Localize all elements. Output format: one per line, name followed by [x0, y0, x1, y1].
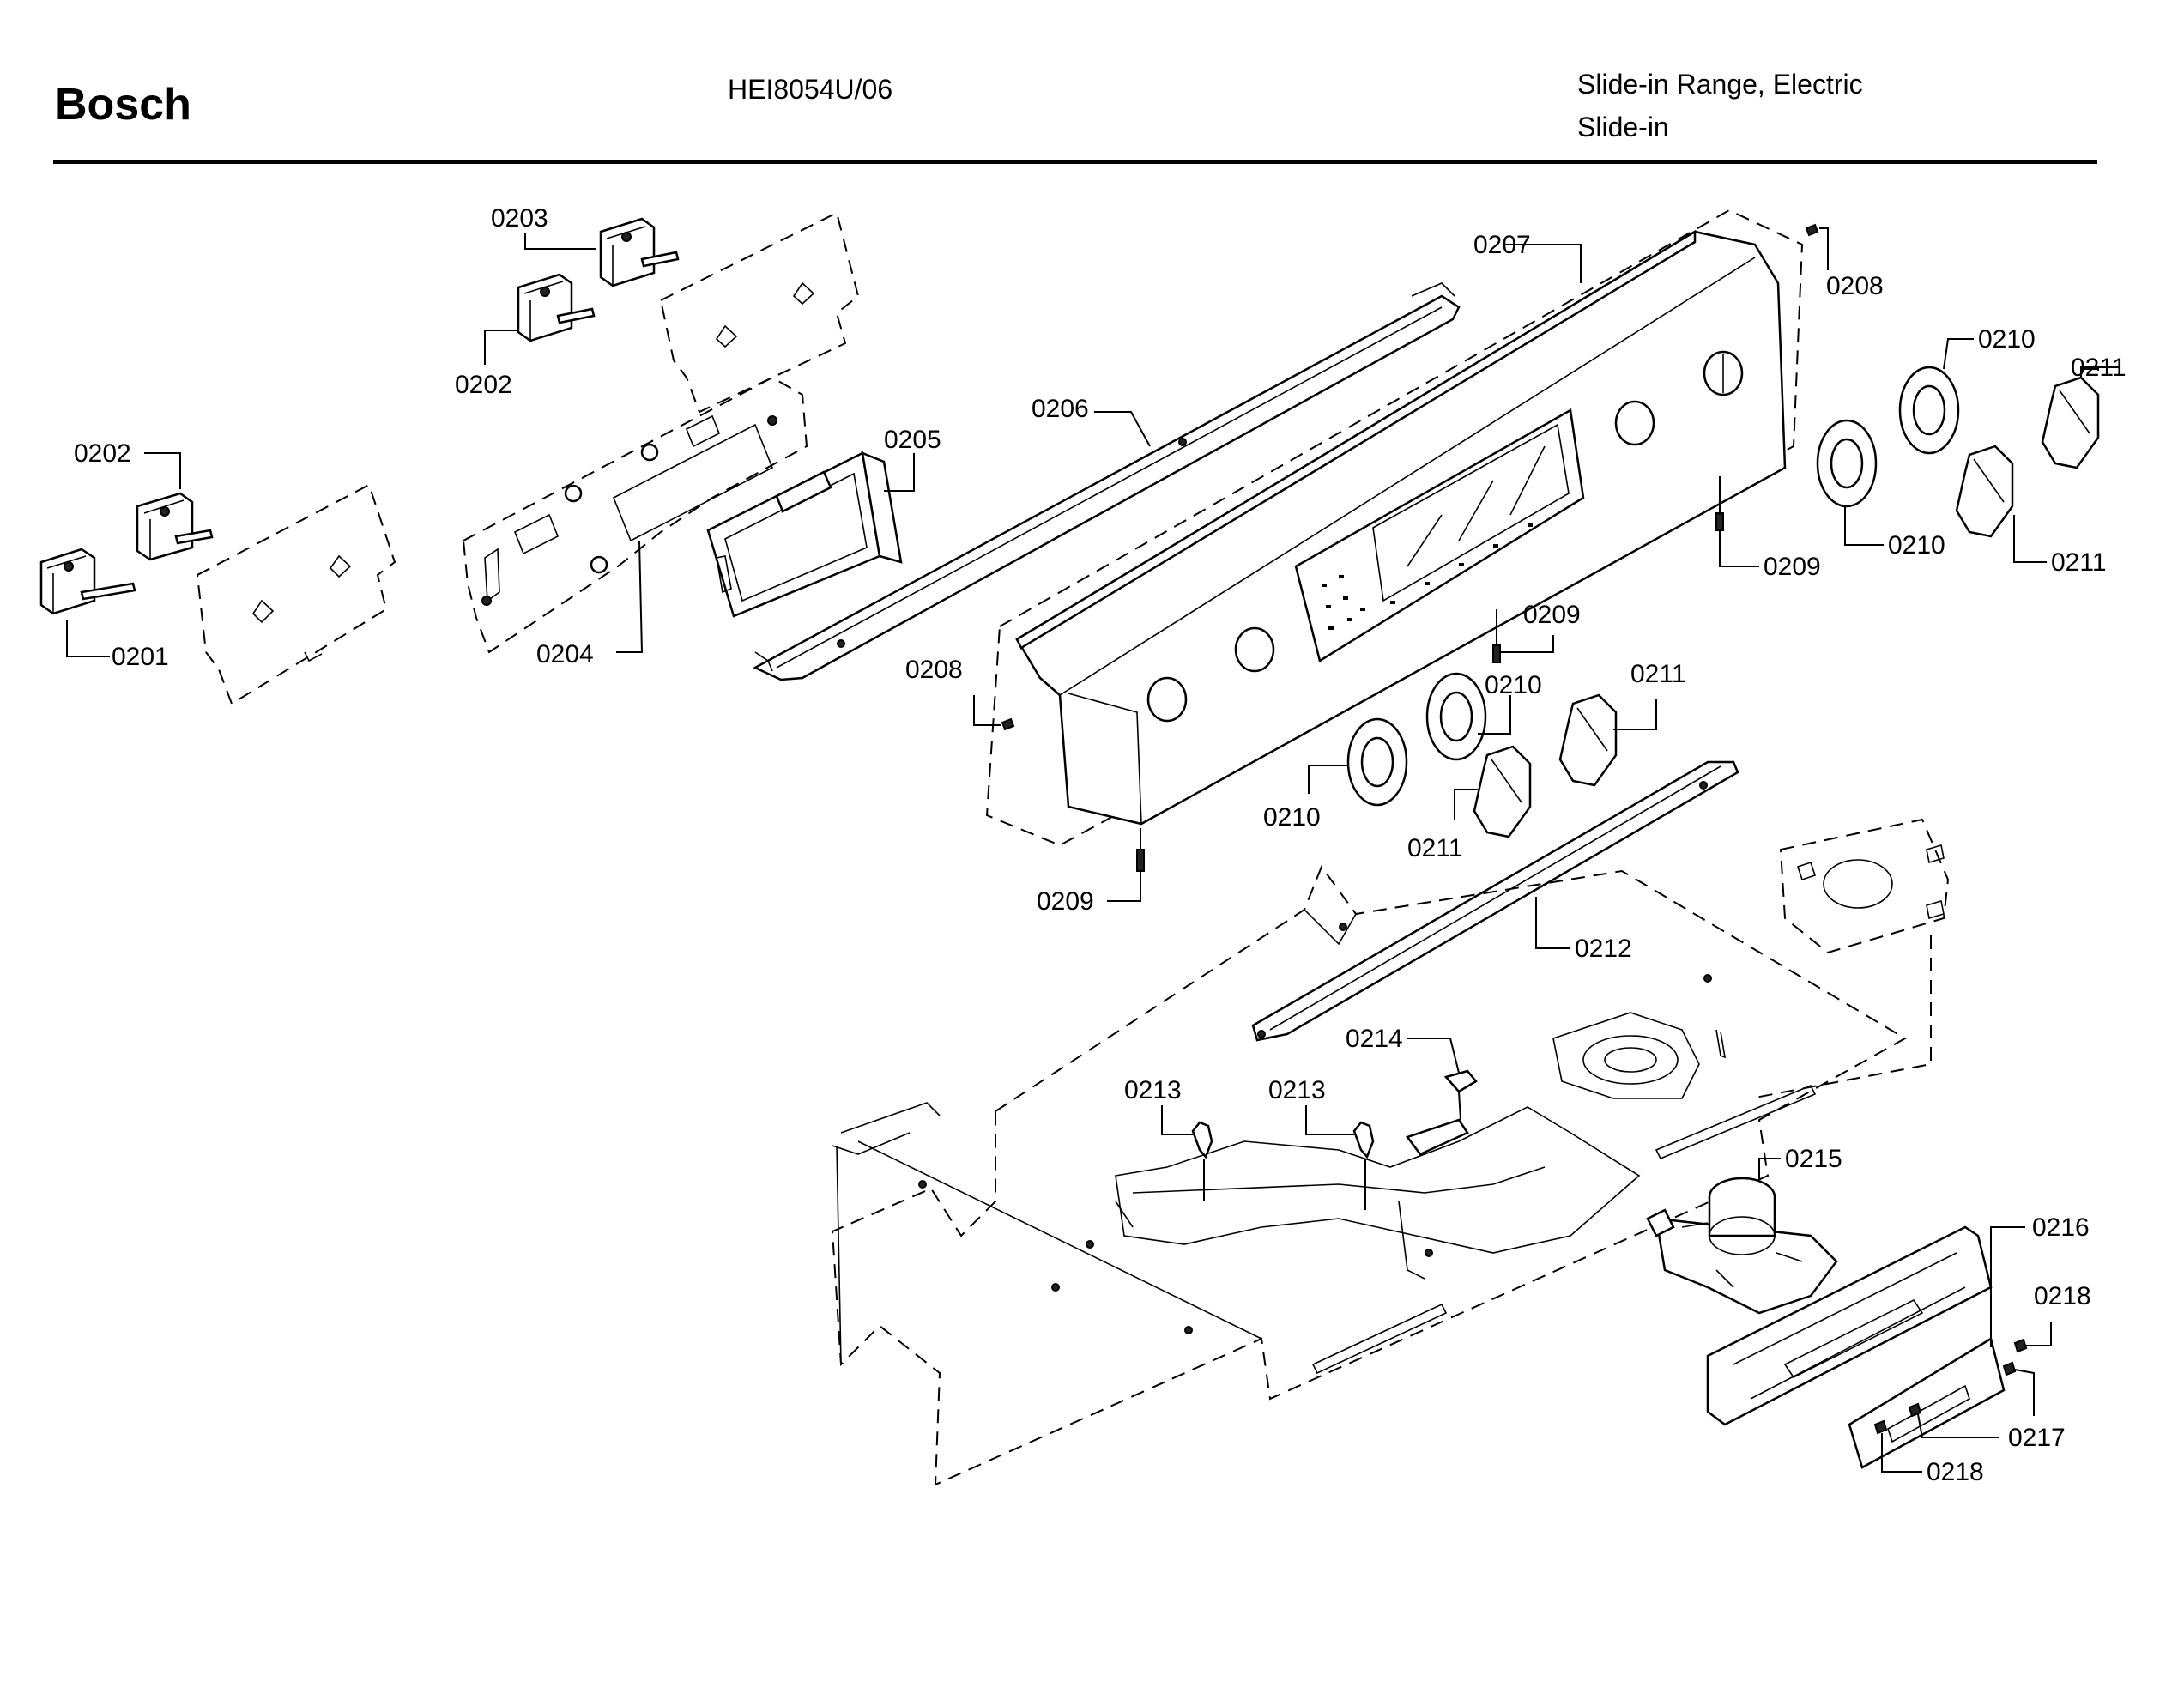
switch-0202-left [136, 492, 214, 561]
trim-strip-0206 [753, 282, 1461, 681]
brand-name: Bosch [55, 80, 191, 130]
knob-bezel-0210-c [1425, 672, 1511, 761]
leader-0205 [884, 453, 915, 492]
callout-0215: 0215 [1785, 1145, 1842, 1173]
leader-0203 [524, 233, 596, 250]
model-number: HEI8054U/06 [728, 74, 893, 105]
switch-mount-bracket-upper [659, 211, 860, 414]
screw-0209-lower [1107, 828, 1145, 902]
spring-clip-0213-left [1161, 1105, 1213, 1201]
fan-motor-0215 [1646, 1158, 1838, 1315]
callout-0208-upper: 0208 [1826, 272, 1884, 300]
callout-0204: 0204 [536, 640, 594, 669]
limit-switch-0214 [1405, 1038, 1478, 1156]
switch-0201 [39, 548, 136, 615]
mounting-plate-upper-right [1750, 818, 1950, 1099]
control-knob-0211-b [1955, 445, 2047, 563]
spring-clip-0213-right [1305, 1105, 1375, 1210]
control-knob-0211-a [2041, 366, 2120, 469]
callout-0210-b: 0210 [1888, 531, 1945, 560]
switch-0202-upper [517, 273, 596, 342]
leader-0201 [66, 620, 110, 657]
callout-0210-c: 0210 [1485, 671, 1542, 699]
screw-0208-upper [1805, 223, 1829, 270]
callout-0206: 0206 [1032, 395, 1089, 423]
leader-0212 [1535, 897, 1570, 949]
screw-0217 [1908, 1361, 2035, 1438]
callout-0201: 0201 [112, 643, 169, 671]
callout-0211-a: 0211 [2071, 354, 2127, 382]
callout-0208-left: 0208 [905, 656, 963, 684]
leader-0206 [1094, 411, 1151, 447]
control-knob-0211-d [1454, 745, 1532, 838]
callout-0218-upper: 0218 [2034, 1282, 2091, 1310]
knob-bezel-0210-d [1308, 717, 1408, 807]
callout-0212: 0212 [1575, 935, 1632, 963]
callout-0211-b: 0211 [2051, 548, 2107, 577]
callout-0207: 0207 [1473, 231, 1531, 259]
callout-0211-c: 0211 [1630, 660, 1686, 688]
product-description: Slide-in Range, Electric [1577, 69, 1863, 100]
callout-0216: 0216 [2032, 1213, 2090, 1242]
callout-0202-upper: 0202 [455, 371, 512, 399]
callout-0205: 0205 [884, 426, 941, 454]
callout-0209-middle: 0209 [1523, 601, 1581, 629]
screw-0209-right [1715, 476, 1759, 567]
switch-0203 [599, 217, 680, 287]
control-knob-0211-c [1558, 693, 1657, 787]
screw-0218-lower [1873, 1419, 1922, 1473]
callout-0210-d: 0210 [1263, 803, 1321, 832]
callout-0210-a: 0210 [1978, 325, 2036, 354]
knob-bezel-0210-a [1898, 338, 1974, 455]
callout-0211-d: 0211 [1407, 834, 1463, 862]
callout-0209-right: 0209 [1764, 553, 1821, 581]
callout-0214: 0214 [1346, 1025, 1403, 1053]
callout-0213-left: 0213 [1124, 1076, 1182, 1104]
leader-0204 [616, 540, 644, 653]
control-panel-0207 [985, 209, 1804, 847]
vent-plate-0216 [1706, 1225, 2025, 1469]
display-housing-0205 [706, 451, 903, 618]
knob-bezel-0210-b [1816, 419, 1884, 546]
callout-0217: 0217 [2008, 1424, 2066, 1452]
callout-0203: 0203 [491, 204, 548, 233]
cross-brace-0212 [1251, 760, 1739, 1042]
product-subtype: Slide-in [1577, 112, 1669, 142]
callout-0209-lower: 0209 [1037, 887, 1094, 916]
leader-0202-upper [484, 330, 519, 365]
screw-0218-upper [2013, 1322, 2052, 1353]
callout-0202-left: 0202 [74, 439, 131, 468]
header-rule [53, 160, 2097, 164]
screw-0208-left [973, 695, 1015, 731]
screw-0209-middle [1492, 609, 1554, 663]
leader-0207 [1503, 244, 1582, 283]
switch-mount-bracket-left [196, 483, 396, 705]
leader-0202-left [144, 452, 181, 489]
callout-0218-lower: 0218 [1927, 1458, 1984, 1486]
range-chassis-base [831, 864, 1908, 1486]
callout-0213-right: 0213 [1268, 1076, 1326, 1104]
